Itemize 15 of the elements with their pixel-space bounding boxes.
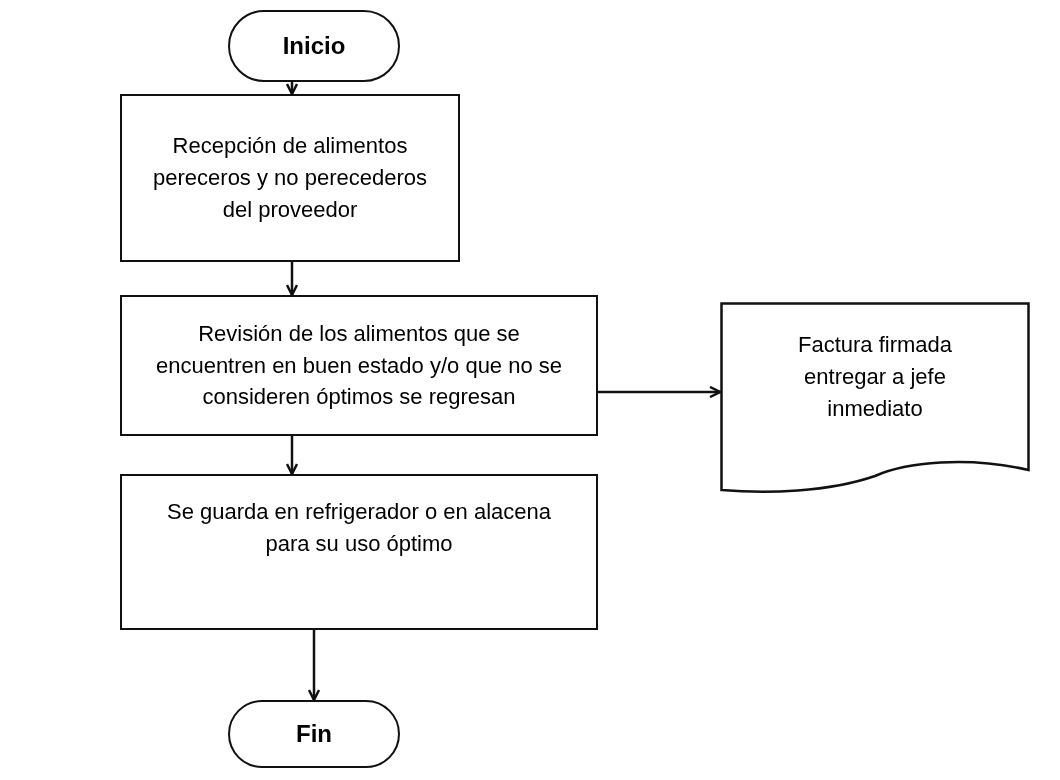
node-text: Revisión de los alimentos que se encuentren en buen estado y/o que no se consideren óptimos se regresan (154, 319, 564, 412)
arrow (598, 385, 722, 399)
arrow (285, 436, 299, 476)
document-shape (720, 302, 1030, 496)
process-box (120, 295, 598, 436)
process-box (120, 94, 460, 262)
node-text: Inicio (282, 31, 346, 61)
node-text: Recepción de alimentos pereceros y no perecederos del proveedor (152, 132, 428, 224)
process-box (120, 474, 598, 630)
node-text: Factura firmada entregar a jefe inmediato (796, 331, 954, 423)
arrow (307, 630, 321, 702)
arrow (285, 82, 299, 96)
arrow (285, 262, 299, 297)
node-text: Se guarda en refrigerador o en alacena para su uso óptimo (165, 498, 552, 558)
node-text: Fin (296, 719, 332, 749)
